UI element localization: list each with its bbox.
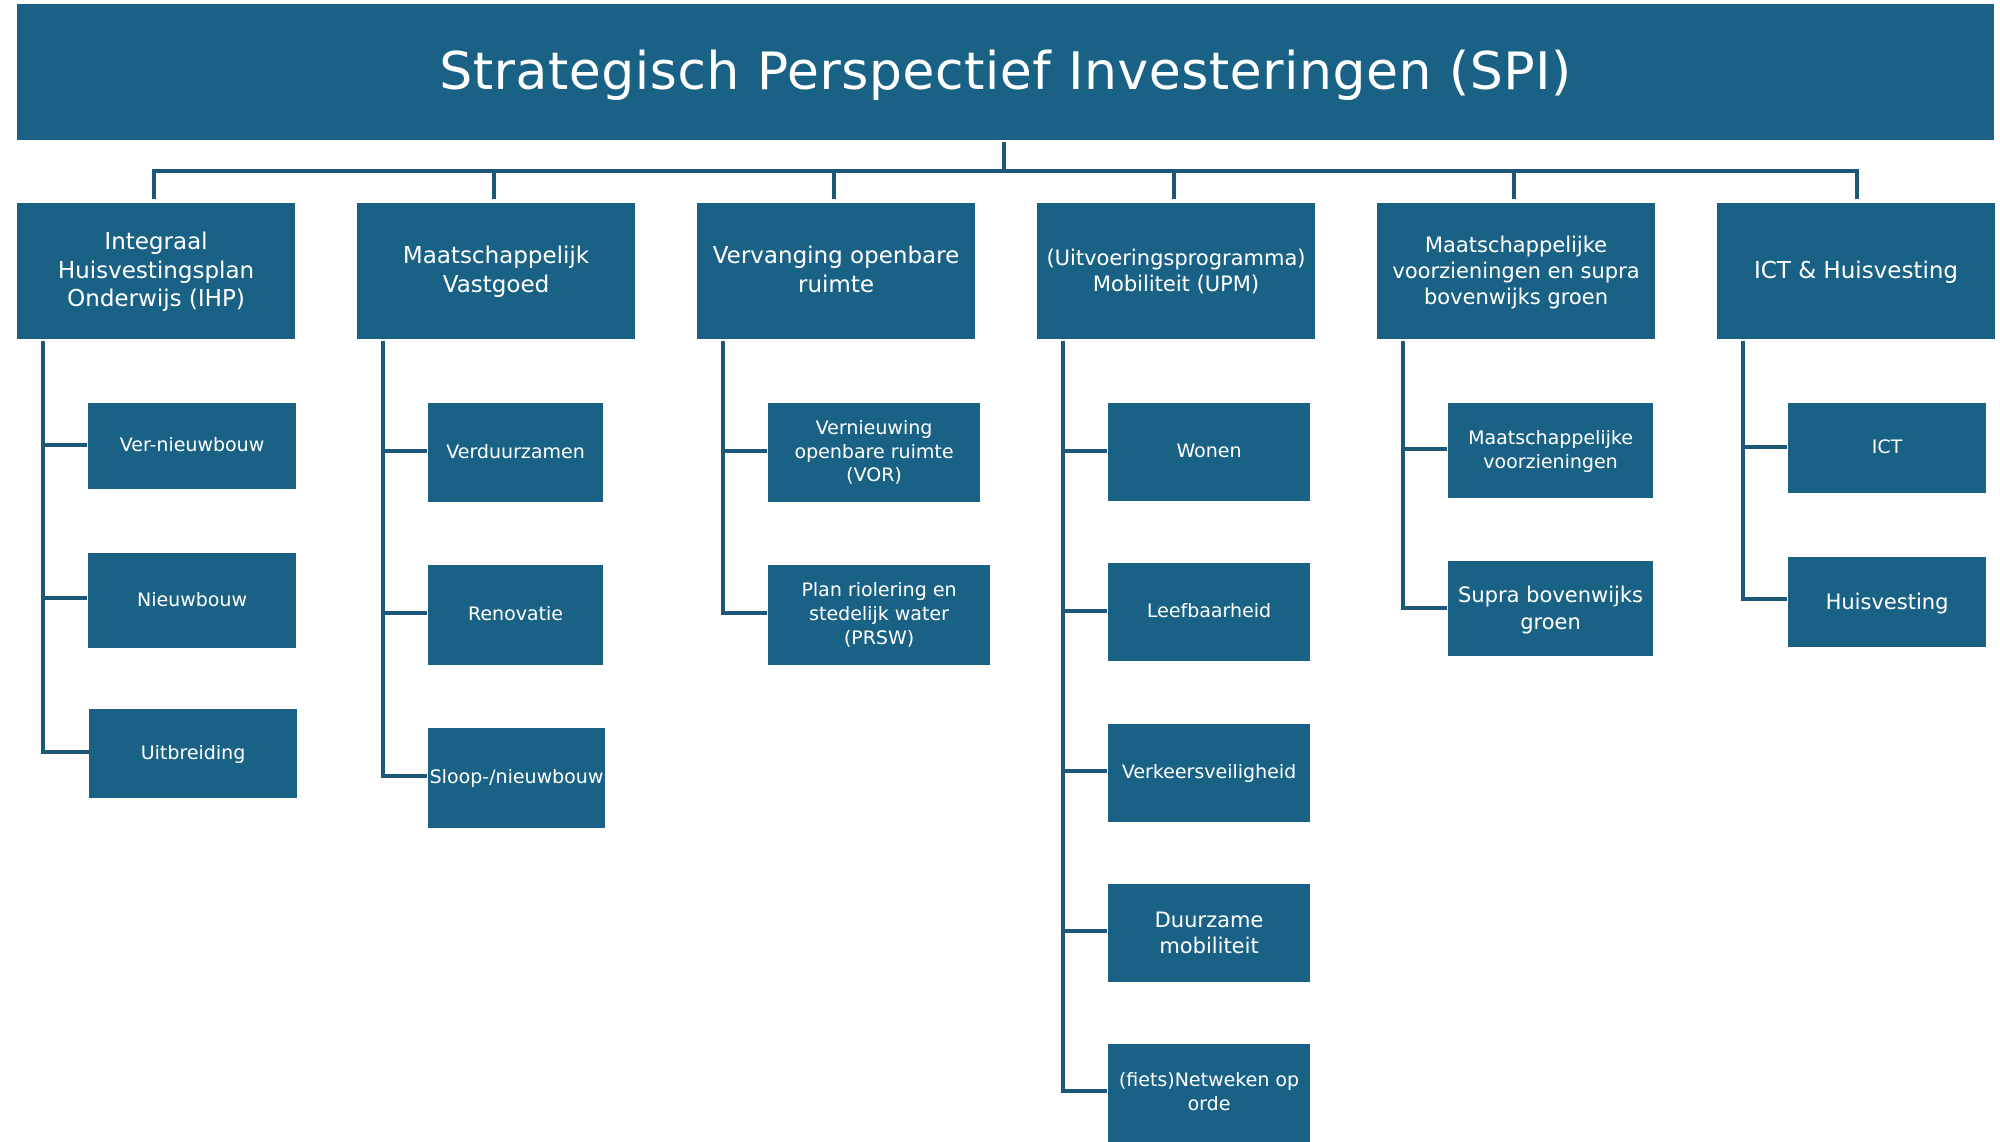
list-item: ICT xyxy=(1788,403,1986,493)
connector-line xyxy=(492,169,496,199)
list-item: Renovatie xyxy=(428,565,603,665)
list-item: Plan riolering en stedelijk water (PRSW) xyxy=(768,565,990,665)
column-heading: (Uitvoeringsprogramma) Mobiliteit (UPM) xyxy=(1037,203,1315,339)
connector-line xyxy=(1512,169,1516,199)
connector-line xyxy=(381,611,427,615)
list-item: Leefbaarheid xyxy=(1108,563,1310,661)
connector-line xyxy=(721,341,725,615)
connector-line xyxy=(41,596,87,600)
connector-line xyxy=(1061,609,1107,613)
connector-line xyxy=(1401,341,1405,610)
list-item: Ver-nieuwbouw xyxy=(88,403,296,489)
connector-line xyxy=(1002,142,1006,172)
connector-line xyxy=(1061,769,1107,773)
connector-line xyxy=(381,341,385,778)
list-item: Verkeersveiligheid xyxy=(1108,724,1310,822)
connector-line xyxy=(721,449,767,453)
connector-line xyxy=(381,774,427,778)
connector-line xyxy=(381,449,427,453)
connector-line xyxy=(1741,341,1745,601)
column-heading: ICT & Huisvesting xyxy=(1717,203,1995,339)
diagram-title: Strategisch Perspectief Investeringen (S… xyxy=(17,4,1994,140)
list-item: Verduurzamen xyxy=(428,403,603,502)
connector-line xyxy=(152,169,1859,173)
column-heading: Vervanging openbare ruimte xyxy=(697,203,975,339)
connector-line xyxy=(1855,169,1859,199)
connector-line xyxy=(41,341,45,754)
connector-line xyxy=(721,611,767,615)
connector-line xyxy=(41,750,89,754)
connector-line xyxy=(1741,445,1787,449)
connector-line xyxy=(832,169,836,199)
connector-line xyxy=(152,169,156,199)
connector-line xyxy=(1061,929,1107,933)
column-heading: Maatschappelijke voorzieningen en supra … xyxy=(1377,203,1655,339)
list-item: Sloop-/nieuwbouw xyxy=(428,728,605,828)
column-heading: Integraal Huisvestingsplan Onderwijs (IH… xyxy=(17,203,295,339)
list-item: Nieuwbouw xyxy=(88,553,296,648)
column-heading: Maatschappelijk Vastgoed xyxy=(357,203,635,339)
list-item: Duurzame mobiliteit xyxy=(1108,884,1310,982)
connector-line xyxy=(41,443,87,447)
list-item: Huisvesting xyxy=(1788,557,1986,647)
list-item: Maatschappelijke voorzieningen xyxy=(1448,403,1653,498)
list-item: Vernieuwing openbare ruimte (VOR) xyxy=(768,403,980,502)
list-item: Uitbreiding xyxy=(89,709,297,798)
list-item: Supra bovenwijks groen xyxy=(1448,561,1653,656)
list-item: (fiets)Netweken op orde xyxy=(1108,1044,1310,1142)
list-item: Wonen xyxy=(1108,403,1310,501)
connector-line xyxy=(1061,1089,1107,1093)
connector-line xyxy=(1741,597,1787,601)
connector-line xyxy=(1172,169,1176,199)
connector-line xyxy=(1401,447,1447,451)
connector-line xyxy=(1401,606,1447,610)
connector-line xyxy=(1061,449,1107,453)
connector-line xyxy=(1061,341,1065,1093)
